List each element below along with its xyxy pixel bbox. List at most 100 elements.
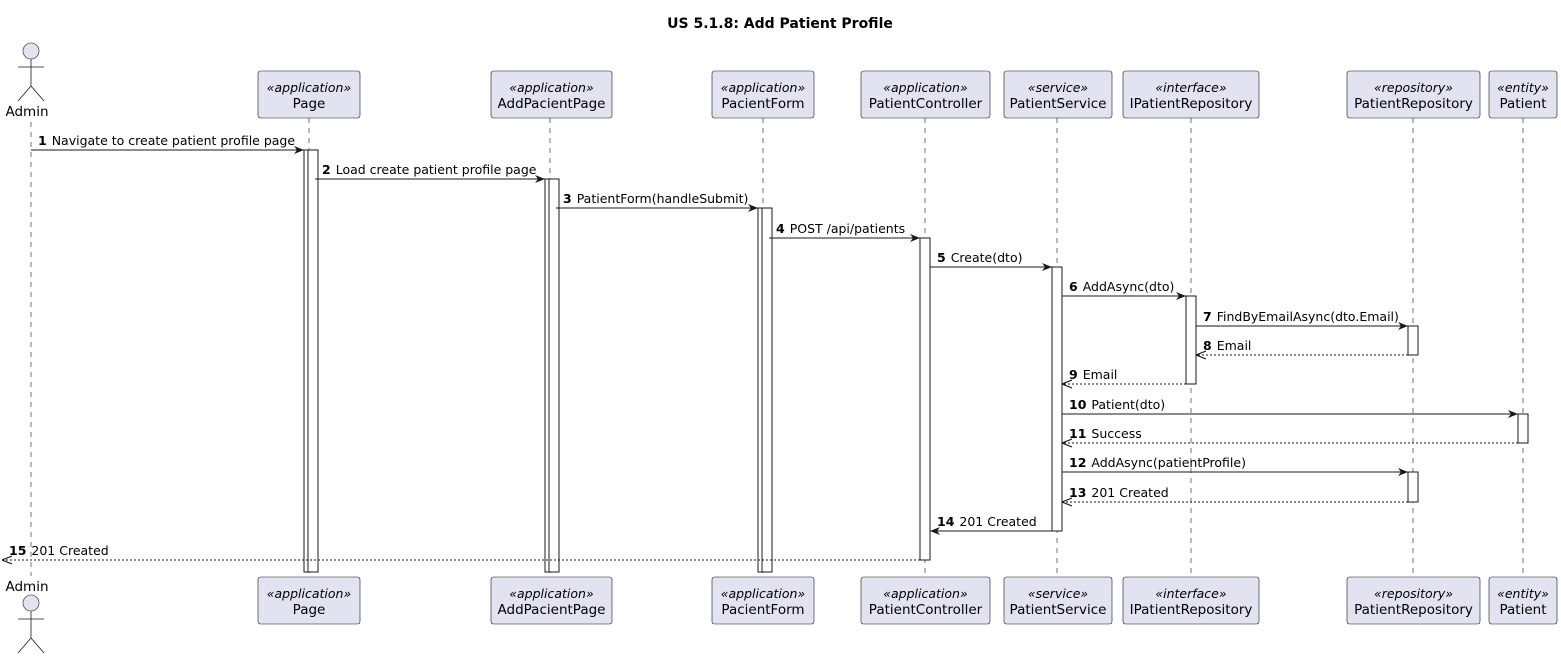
participant-box (860, 576, 991, 625)
participant-stereotype: «interface» (1155, 586, 1226, 601)
message-7-label: 7 FindByEmailAsync(dto.Email) (1203, 309, 1399, 324)
participant-box (711, 70, 815, 119)
activation-bar-page (307, 149, 319, 573)
participant-box (1346, 70, 1481, 119)
participant-box (490, 70, 613, 119)
participant-box (1003, 70, 1113, 119)
participant-stereotype: «repository» (1374, 586, 1453, 601)
participant-patient-top: «entity»Patient (1488, 70, 1558, 119)
participant-box (257, 70, 361, 119)
message-14-text: 201 Created (959, 514, 1036, 529)
message-8-number: 8 (1203, 338, 1212, 353)
message-15-number: 15 (9, 543, 26, 558)
participant-boxes: «application»Page«application»Page«appli… (257, 70, 1558, 625)
message-5-number: 5 (937, 250, 946, 265)
message-9-label: 9 Email (1069, 367, 1117, 382)
activation-bar-addpacientpage (548, 178, 560, 573)
participant-box (257, 576, 361, 625)
participant-box (1488, 70, 1558, 119)
participant-name: IPatientRepository (1130, 602, 1253, 618)
participant-name: Page (293, 96, 326, 112)
participant-box (711, 576, 815, 625)
message-11-text: Success (1091, 426, 1141, 441)
participant-name: AddPacientPage (498, 602, 606, 618)
participant-name: PatientRepository (1354, 96, 1473, 112)
message-13-text: 201 Created (1091, 485, 1168, 500)
message-2-number: 2 (322, 162, 331, 177)
participant-box (1346, 576, 1481, 625)
participant-name: Patient (1499, 96, 1546, 112)
participant-box (490, 576, 613, 625)
message-6-number: 6 (1069, 279, 1078, 294)
message-4-text: POST /api/patients (790, 221, 905, 236)
participant-name: AddPacientPage (498, 96, 606, 112)
message-3-number: 3 (563, 191, 572, 206)
lifelines (30, 118, 1524, 578)
message-9-text: Email (1083, 367, 1118, 382)
participant-patientrepository-top: «repository»PatientRepository (1346, 70, 1481, 119)
actor-name: Admin (5, 104, 48, 120)
activation-bar-patientcontroller (919, 237, 931, 561)
participant-stereotype: «application» (509, 586, 593, 601)
actor-admin-bottom: Admin (5, 579, 49, 654)
participant-stereotype: «application» (883, 586, 967, 601)
activation-bar-pacientform (761, 207, 773, 573)
activation-bar-patient (1517, 413, 1529, 444)
participant-name: PatientRepository (1354, 602, 1473, 618)
participant-stereotype: «interface» (1155, 80, 1226, 95)
message-9-number: 9 (1069, 367, 1078, 382)
message-11-number: 11 (1069, 426, 1086, 441)
message-5-text: Create(dto) (951, 250, 1023, 265)
message-8-label: 8 Email (1203, 338, 1251, 353)
message-1-label: 1 Navigate to create patient profile page (38, 133, 295, 148)
diagram-title: US 5.1.8: Add Patient Profile (667, 16, 893, 32)
participant-name: PatientController (869, 602, 983, 618)
message-8-text: Email (1217, 338, 1252, 353)
participant-addpacientpage-top: «application»AddPacientPage (490, 70, 613, 119)
participant-name: PatientService (1010, 602, 1107, 618)
message-15-label: 15 201 Created (9, 543, 109, 558)
participant-ipatientrepository-top: «interface»IPatientRepository (1122, 70, 1260, 119)
activation-bar-patientservice (1051, 266, 1063, 532)
participant-patient-bottom: «entity»Patient (1488, 576, 1558, 625)
participant-stereotype: «application» (267, 80, 351, 95)
activation-bar-patientrepository (1407, 325, 1419, 356)
actor-name: Admin (5, 579, 48, 595)
participant-stereotype: «entity» (1497, 80, 1549, 95)
participant-box (1488, 576, 1558, 625)
message-15-text: 201 Created (31, 543, 108, 558)
participant-page-bottom: «application»Page (257, 576, 361, 625)
message-3-label: 3 PatientForm(handleSubmit) (563, 191, 748, 206)
participant-name: IPatientRepository (1130, 96, 1253, 112)
message-1-number: 1 (38, 133, 47, 148)
participant-pacientform-bottom: «application»PacientForm (711, 576, 815, 625)
participant-name: PacientForm (721, 602, 804, 618)
participant-stereotype: «repository» (1374, 80, 1453, 95)
participant-box (860, 70, 991, 119)
participant-box (1122, 70, 1260, 119)
message-6-label: 6 AddAsync(dto) (1069, 279, 1174, 294)
participant-stereotype: «service» (1028, 80, 1088, 95)
activation-bar-patientrepository (1407, 471, 1419, 503)
participant-stereotype: «application» (721, 80, 805, 95)
message-4-label: 4 POST /api/patients (776, 221, 905, 236)
participant-name: PatientService (1010, 96, 1107, 112)
message-1-text: Navigate to create patient profile page (52, 133, 296, 148)
message-7-number: 7 (1203, 309, 1212, 324)
message-3-text: PatientForm(handleSubmit) (577, 191, 749, 206)
participant-name: Page (293, 602, 326, 618)
message-10-number: 10 (1069, 397, 1087, 412)
message-12-text: AddAsync(patientProfile) (1091, 455, 1246, 470)
message-2-text: Load create patient profile page (336, 162, 537, 177)
participant-name: Patient (1499, 602, 1546, 618)
message-4-number: 4 (776, 221, 785, 236)
participant-stereotype: «application» (267, 586, 351, 601)
messages: 1 Navigate to create patient profile page… (2, 133, 1518, 560)
message-6-text: AddAsync(dto) (1083, 279, 1175, 294)
message-7-text: FindByEmailAsync(dto.Email) (1217, 309, 1399, 324)
participant-box (1003, 576, 1113, 625)
